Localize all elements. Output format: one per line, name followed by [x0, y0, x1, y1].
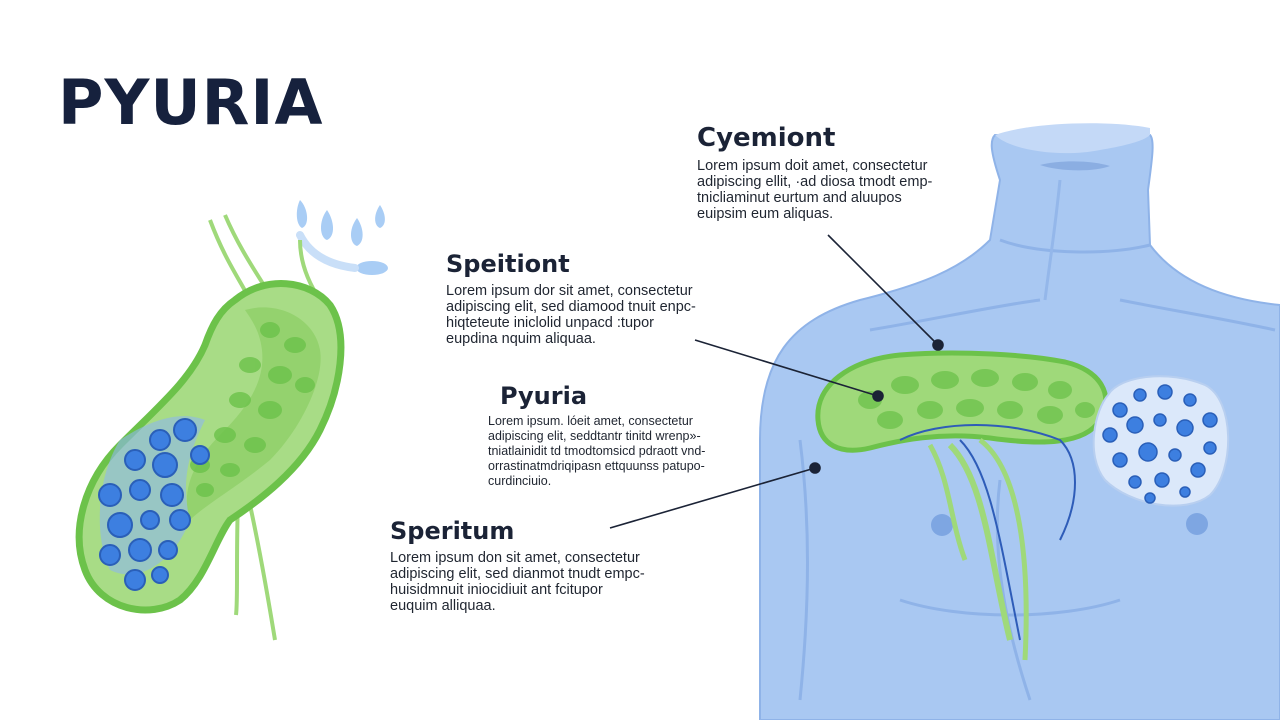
label-text: Lorem ipsum don sit amet, consectetur ad…: [390, 550, 690, 615]
pus-cells-icon: [1092, 375, 1230, 507]
label-line: Lorem ipsum. lóeit amet, consectetur: [488, 414, 693, 428]
label-heading: Pyuria: [500, 382, 588, 410]
label-line: orrastinatmdriqipasn ettquunss patupo-: [488, 459, 705, 473]
label-line: euquim alliquaa.: [390, 597, 496, 614]
kidney-illustration: [75, 214, 345, 641]
label-line: tniatlainidit td tmodtomsicd pdraott vnd…: [488, 444, 706, 458]
label-line: eupdina nquim aliquaa.: [446, 330, 596, 347]
label-speitiont: Speitiont Lorem ipsum dor sit amet, cons…: [446, 250, 746, 348]
label-text: Lorem ipsum dor sit amet, consectetur ad…: [446, 283, 746, 348]
label-heading: Speritum: [390, 517, 515, 545]
label-line: Lorem ipsum dor sit amet, consectetur: [446, 283, 693, 299]
label-line: Lorem ipsum don sit amet, consectetur: [390, 550, 640, 566]
label-line: tnicliaminut eurtum and aluupos: [697, 189, 902, 206]
label-speritum: Speritum Lorem ipsum don sit amet, conse…: [390, 517, 690, 615]
label-line: euipsim eum aliquas.: [697, 205, 834, 222]
label-text: Lorem ipsum doit amet, consectetur adipi…: [697, 158, 977, 223]
label-heading: Speitiont: [446, 250, 570, 278]
label-line: adipiscing elit, sed diamood tnuit enpc-: [446, 298, 696, 315]
label-line: hiqteteute iniclolid unpacd :tupor: [446, 314, 654, 331]
label-pyuria: Pyuria Lorem ipsum. lóeit amet, consecte…: [488, 382, 758, 489]
leader-lines: [609, 234, 944, 529]
page-title: PYURIA: [58, 66, 324, 139]
label-line: curdinciuio.: [488, 474, 552, 488]
label-line: adipiscing elit, seddtantr tinitd wrenp»…: [488, 429, 701, 443]
label-text: Lorem ipsum. lóeit amet, consectetur adi…: [488, 414, 758, 489]
label-cyemiont: Cyemiont Lorem ipsum doit amet, consecte…: [697, 123, 977, 223]
label-line: adipiscing ellit, ·ad diosa tmodt emp-: [697, 173, 933, 190]
label-line: Lorem ipsum doit amet, consectetur: [697, 158, 928, 174]
label-line: adipiscing elit, sed dianmot tnudt empc-: [390, 565, 645, 582]
label-heading: Cyemiont: [697, 123, 836, 153]
label-line: huisidmnuit iniocidiuit ant fcitupor: [390, 581, 603, 598]
urine-droplets-icon: [296, 200, 388, 275]
